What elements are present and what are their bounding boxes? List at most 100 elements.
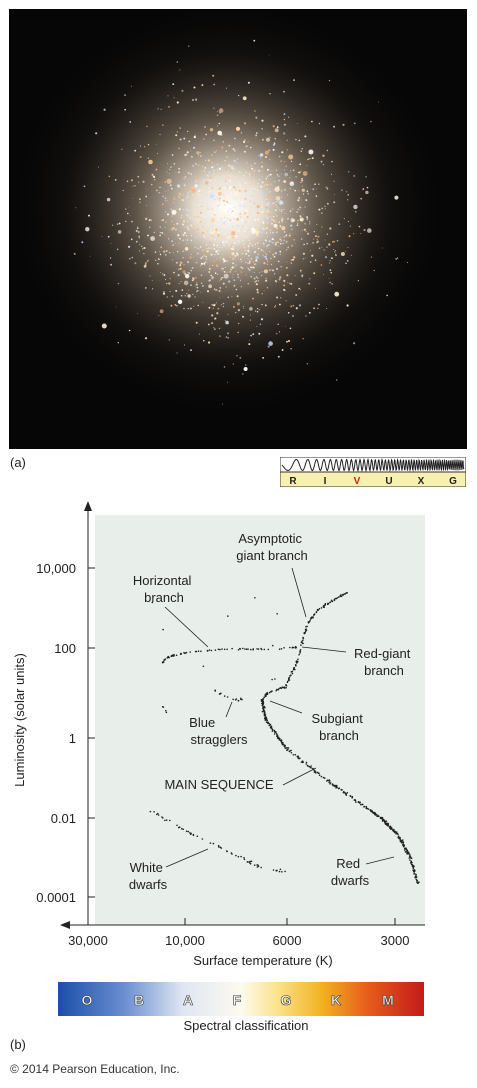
cluster-star [236, 224, 239, 227]
cluster-star [230, 192, 232, 195]
cluster-star [253, 178, 254, 180]
cluster-star [261, 165, 263, 168]
cluster-star [220, 217, 223, 220]
cluster-star [280, 238, 282, 241]
spectral-color-bar [58, 982, 424, 1016]
cluster-star [193, 167, 194, 168]
cluster-star [225, 150, 228, 152]
cluster-star [200, 211, 202, 214]
hr-star [295, 646, 298, 649]
cluster-star [281, 196, 283, 198]
cluster-star [180, 216, 183, 219]
cluster-star [304, 222, 306, 225]
hr-star [400, 840, 403, 842]
cluster-star [348, 235, 351, 238]
cluster-star [213, 139, 215, 142]
cluster-star [330, 271, 333, 274]
cluster-star [226, 253, 229, 255]
cluster-star [349, 225, 351, 227]
cluster-star [256, 212, 260, 215]
cluster-star [244, 230, 247, 232]
cluster-star [304, 174, 306, 176]
hr-star [279, 737, 281, 740]
cluster-star [178, 242, 180, 244]
cluster-star [313, 272, 316, 275]
cluster-star [288, 116, 290, 118]
cluster-star [272, 215, 275, 218]
cluster-star [208, 271, 211, 273]
cluster-star [260, 231, 263, 234]
cluster-star [318, 303, 320, 306]
cluster-star [212, 74, 215, 77]
cluster-star [214, 212, 216, 214]
cluster-star [217, 191, 222, 196]
cluster-star [170, 166, 172, 169]
cluster-star [223, 233, 225, 235]
cluster-star [318, 183, 320, 185]
cluster-star [307, 158, 310, 160]
cluster-star [285, 165, 287, 167]
cluster-star [229, 256, 231, 258]
cluster-star [406, 262, 408, 264]
hr-star [283, 746, 286, 748]
cluster-star [128, 206, 130, 208]
cluster-star [219, 186, 222, 188]
cluster-star [250, 195, 252, 197]
cluster-star [274, 186, 280, 192]
hr-star [268, 724, 271, 727]
cluster-star [176, 262, 178, 264]
cluster-star [151, 183, 153, 186]
cluster-star [260, 318, 264, 321]
cluster-star [228, 245, 230, 247]
cluster-star [217, 130, 222, 136]
cluster-star [218, 188, 221, 190]
cluster-star [137, 175, 140, 178]
hr-star [413, 872, 416, 875]
cluster-star [195, 180, 198, 183]
cluster-star [300, 271, 302, 273]
cluster-star [184, 295, 186, 297]
cluster-star [199, 151, 201, 154]
cluster-star [328, 243, 331, 246]
cluster-star [353, 342, 356, 345]
hr-star [265, 719, 268, 721]
cluster-star [286, 274, 289, 277]
cluster-star [138, 235, 140, 237]
hr-star [262, 698, 265, 700]
cluster-star [237, 206, 240, 209]
cluster-star [296, 211, 298, 213]
cluster-star [256, 204, 260, 209]
cluster-star [184, 176, 186, 178]
cluster-star [249, 146, 252, 149]
cluster-star [196, 290, 198, 293]
cluster-star [227, 217, 229, 219]
hr-star [267, 722, 270, 724]
cluster-star [305, 257, 306, 259]
cluster-star [236, 295, 239, 298]
cluster-star [176, 305, 178, 307]
cluster-star [307, 232, 310, 235]
cluster-star [192, 256, 194, 258]
cluster-star [311, 157, 314, 160]
cluster-star [247, 283, 249, 285]
cluster-star [244, 218, 246, 221]
hr-star [367, 808, 370, 810]
cluster-star [281, 151, 284, 154]
cluster-star [222, 194, 224, 196]
hr-star [270, 690, 273, 693]
cluster-star [159, 234, 162, 237]
cluster-star [265, 227, 268, 230]
cluster-star [221, 166, 223, 168]
cluster-star [373, 269, 375, 272]
hr-star [410, 861, 413, 863]
cluster-star [239, 197, 241, 199]
hr-star [272, 869, 275, 871]
cluster-star [204, 126, 207, 128]
cluster-star [262, 256, 264, 258]
cluster-star [243, 307, 245, 309]
cluster-star [147, 144, 150, 146]
cluster-star [233, 279, 236, 282]
hr-star [406, 853, 408, 855]
cluster-star [219, 256, 221, 258]
cluster-star [190, 253, 192, 255]
